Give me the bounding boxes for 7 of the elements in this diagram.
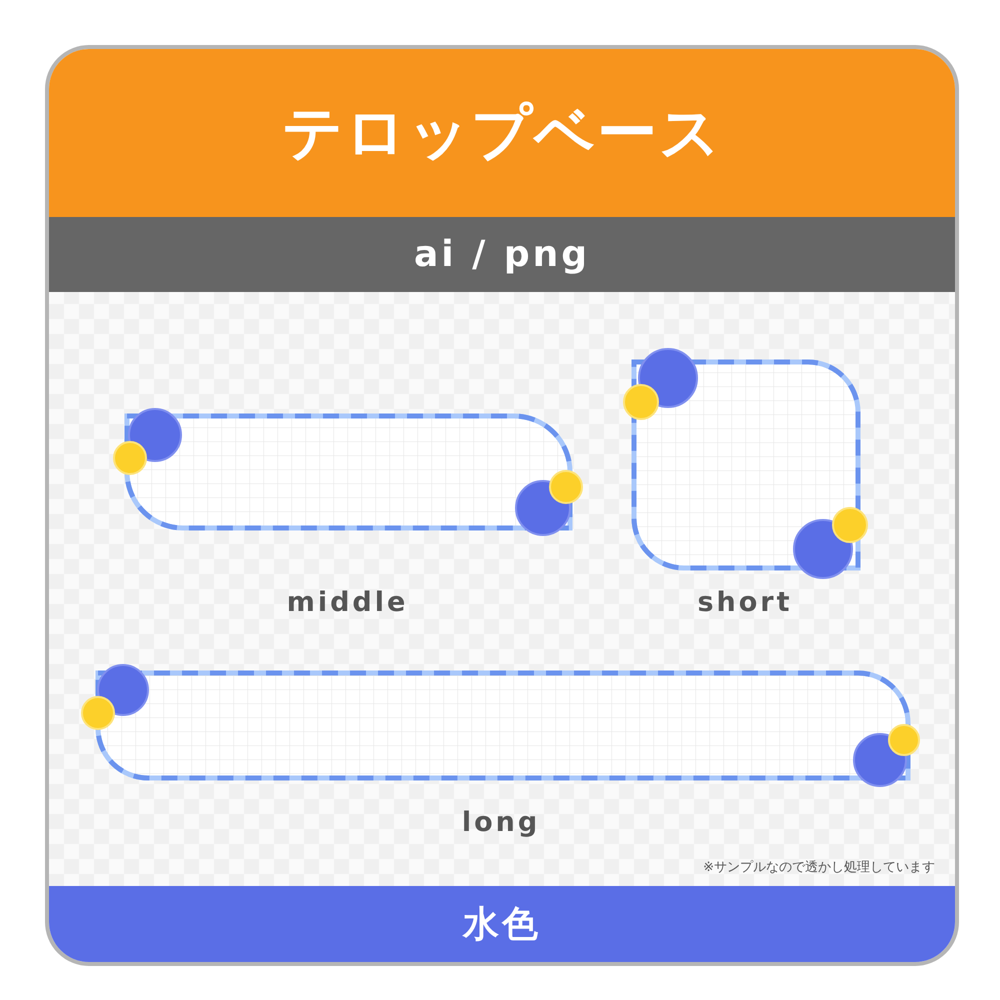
- frame-label: middle: [286, 587, 410, 618]
- note-text: ※サンプルなので透かし処理しています: [703, 859, 935, 876]
- frame-label: long: [460, 807, 542, 838]
- color-band: 水色: [49, 886, 955, 962]
- frame-label: short: [696, 587, 794, 618]
- format-band: ai / png: [49, 217, 955, 292]
- title-band: テロップベース: [49, 49, 955, 217]
